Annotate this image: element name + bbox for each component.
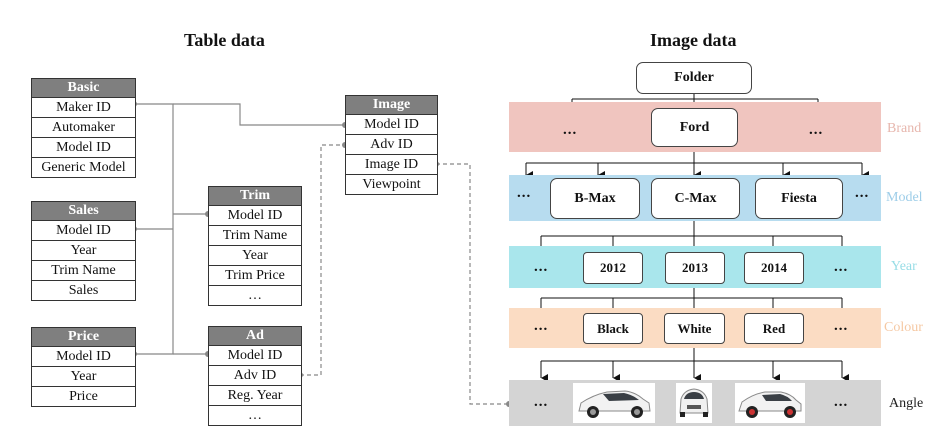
trim-row: Trim Price: [209, 266, 301, 286]
sales-table-header: Sales: [32, 202, 135, 221]
price-row: Year: [32, 367, 135, 387]
ad-row: Reg. Year: [209, 386, 301, 406]
ellipsis: ...: [834, 318, 849, 334]
ad-table: Ad Model ID Adv ID Reg. Year …: [208, 326, 302, 426]
image-row: Viewpoint: [362, 177, 421, 192]
car-front-view-image: [676, 383, 712, 423]
table-data-title: Table data: [184, 30, 265, 50]
folder-node: Folder: [636, 62, 752, 94]
ad-table-header: Ad: [209, 327, 301, 346]
red-node: Red: [744, 313, 804, 344]
image-data-title: Image data: [650, 30, 737, 50]
image-row: Adv ID: [346, 135, 437, 155]
trim-row: …: [248, 288, 262, 303]
tree-arrows: [525, 94, 869, 382]
fiesta-node: Fiesta: [755, 178, 843, 219]
trim-row: Year: [209, 246, 301, 266]
trim-table-header: Trim: [209, 187, 301, 206]
basic-row: Generic Model: [41, 160, 126, 175]
c-max-node: C-Max: [651, 178, 740, 219]
price-row: Price: [69, 389, 98, 404]
year-2012-node: 2012: [583, 252, 643, 284]
sales-row: Year: [32, 241, 135, 261]
table-relations: [134, 103, 345, 355]
basic-table: Basic Maker ID Automaker Model ID Generi…: [31, 78, 136, 178]
sales-table: Sales Model ID Year Trim Name Sales: [31, 201, 136, 301]
image-row: Image ID: [346, 155, 437, 175]
price-row: Model ID: [32, 347, 135, 367]
white-node: White: [664, 313, 725, 344]
basic-row: Automaker: [32, 118, 135, 138]
basic-row: Model ID: [32, 138, 135, 158]
image-table: Image Model ID Adv ID Image ID Viewpoint: [345, 95, 438, 195]
colour-label: Colour: [884, 320, 923, 335]
price-table: Price Model ID Year Price: [31, 327, 136, 407]
sales-row: Trim Name: [32, 261, 135, 281]
ad-row: Model ID: [209, 346, 301, 366]
brand-label: Brand: [887, 121, 922, 136]
sales-row: Sales: [68, 283, 99, 298]
ford-node: Ford: [651, 108, 738, 147]
image-row: Model ID: [346, 115, 437, 135]
ellipsis: ...: [834, 259, 849, 275]
ellipsis: ...: [563, 122, 578, 138]
year-2013-node: 2013: [665, 252, 725, 284]
ad-row: Adv ID: [209, 366, 301, 386]
ellipsis: ...: [855, 185, 870, 201]
ellipsis: ...: [534, 259, 549, 275]
b-max-node: B-Max: [550, 178, 640, 219]
basic-table-header: Basic: [32, 79, 135, 98]
ellipsis: ...: [834, 394, 849, 410]
trim-row: Trim Name: [209, 226, 301, 246]
black-node: Black: [583, 313, 643, 344]
car-side-view-image: [573, 383, 655, 423]
sales-row: Model ID: [32, 221, 135, 241]
year-label: Year: [891, 259, 917, 274]
trim-table: Trim Model ID Trim Name Year Trim Price …: [208, 186, 302, 306]
basic-row: Maker ID: [32, 98, 135, 118]
image-table-header: Image: [346, 96, 437, 115]
trim-row: Model ID: [209, 206, 301, 226]
ellipsis: ...: [809, 122, 824, 138]
ad-row: …: [248, 408, 262, 423]
dashed-links: [300, 144, 509, 405]
car-angle-view-image: [735, 383, 805, 423]
ellipsis: ...: [534, 394, 549, 410]
model-label: Model: [886, 190, 923, 205]
ellipsis: ...: [534, 318, 549, 334]
angle-label: Angle: [889, 396, 924, 411]
ellipsis: ...: [517, 185, 532, 201]
price-table-header: Price: [32, 328, 135, 347]
year-2014-node: 2014: [744, 252, 804, 284]
